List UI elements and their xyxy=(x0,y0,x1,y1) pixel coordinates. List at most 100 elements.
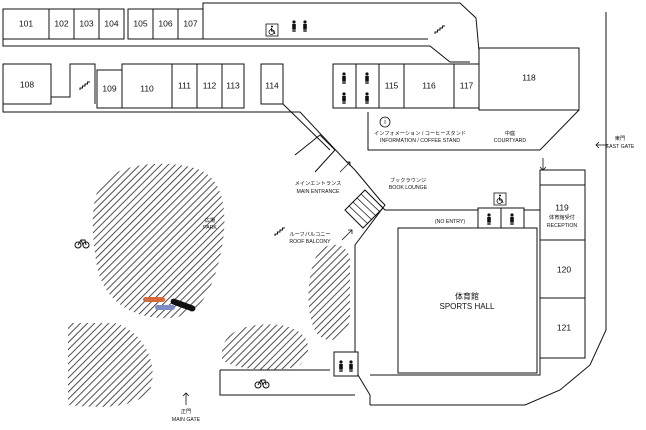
park-label-en: PARK xyxy=(203,225,217,231)
courtyard-label-en: COURTYARD xyxy=(494,138,527,144)
entrance-stairs xyxy=(344,189,384,229)
room-118-label: 118 xyxy=(522,72,536,82)
room-104-label: 104 xyxy=(104,18,118,28)
arrow-icon xyxy=(341,229,353,241)
east-gate-label-jp: 東門 xyxy=(615,134,625,142)
courtyard-wall xyxy=(367,109,580,151)
room-105[interactable] xyxy=(127,8,154,40)
main-entrance-label-en: MAIN ENTRANCE xyxy=(297,189,340,195)
room-109[interactable] xyxy=(96,69,123,109)
reception-label-en: RECEPTION xyxy=(547,223,578,229)
room-118[interactable] xyxy=(478,47,580,111)
lawn-area-hall-west xyxy=(308,244,350,340)
room-101[interactable] xyxy=(2,8,50,40)
main-entrance-label-jp: メインエントランス xyxy=(295,180,342,187)
lawn-area-southwest xyxy=(68,323,153,407)
book-lounge-label-en: BOOK LOUNGE xyxy=(389,185,428,191)
south-corridor-wall xyxy=(2,104,356,171)
room-112[interactable] xyxy=(196,63,223,109)
sports-hall-label-en: SPORTS HALL xyxy=(440,302,496,311)
room-120-label: 120 xyxy=(557,264,571,274)
room-101-label: 101 xyxy=(19,18,33,28)
room-112-label: 112 xyxy=(203,80,217,90)
central-wall xyxy=(354,169,386,405)
room-106[interactable] xyxy=(152,8,179,40)
room-119-label: 119 xyxy=(555,202,569,212)
stair-wall xyxy=(51,63,96,104)
bicycle-icon xyxy=(254,379,270,389)
room-116-label: 116 xyxy=(422,80,436,90)
room-119-reception[interactable] xyxy=(539,184,586,241)
room-107-label: 107 xyxy=(183,18,197,28)
room-120[interactable] xyxy=(539,239,586,299)
room-111[interactable] xyxy=(171,63,198,109)
room-102-label: 102 xyxy=(54,18,68,28)
reception-entry-wall xyxy=(539,169,586,185)
room-113[interactable] xyxy=(221,63,245,109)
park-label-jp: 広場 xyxy=(205,216,215,224)
arrow-icon xyxy=(539,158,547,171)
room-121[interactable] xyxy=(539,297,586,359)
main-entrance-door xyxy=(294,134,336,173)
room-109-label: 109 xyxy=(102,83,116,93)
main-gate-label-jp: 正門 xyxy=(181,408,191,415)
room-108-label: 108 xyxy=(20,79,34,89)
info-icon xyxy=(379,116,391,128)
restroom-icon xyxy=(303,20,307,32)
room-114-label: 114 xyxy=(265,80,279,90)
stairs-icon xyxy=(434,25,446,35)
room-108[interactable] xyxy=(2,63,52,105)
room-102[interactable] xyxy=(48,8,75,40)
room-107[interactable] xyxy=(177,8,204,40)
room-114[interactable] xyxy=(260,63,284,105)
info-symbol: i xyxy=(384,119,386,126)
reception-label-jp: 体育館受付 xyxy=(549,213,575,221)
north-corridor-wall xyxy=(2,39,470,63)
east-gate-label-en: EAST GATE xyxy=(606,144,635,150)
no-entry-label: (NO ENTRY) xyxy=(435,219,465,225)
sports-hall[interactable] xyxy=(397,227,538,374)
main-gate-label-en: MAIN GATE xyxy=(172,417,201,423)
roof-balcony-wall xyxy=(219,370,355,396)
playground-equipment xyxy=(170,298,196,312)
room-103[interactable] xyxy=(73,8,100,40)
playground-equipment xyxy=(143,297,165,302)
room-113-label: 113 xyxy=(226,80,240,90)
playground-equipment xyxy=(155,305,175,310)
stairs-icon xyxy=(274,227,286,237)
wheelchair-icon xyxy=(493,192,507,206)
arrow-icon xyxy=(595,141,608,149)
room-117[interactable] xyxy=(453,63,480,109)
room-110[interactable] xyxy=(121,63,173,109)
stairs-icon xyxy=(79,81,91,91)
room-121-label: 121 xyxy=(557,322,571,332)
room-110-label: 110 xyxy=(140,83,154,93)
book-lounge-label-jp: ブックラウンジ xyxy=(390,176,426,184)
north-wall-top xyxy=(202,2,481,63)
sports-hall-label-jp: 体育館 xyxy=(455,291,479,301)
room-111-label: 111 xyxy=(178,80,191,90)
wheelchair-icon xyxy=(265,23,279,37)
room-115-label: 115 xyxy=(385,80,399,90)
room-116[interactable] xyxy=(403,63,455,109)
room-106-label: 106 xyxy=(158,18,172,28)
info-label-en: INFORMATION / COFFEE STAND xyxy=(380,138,460,144)
courtyard-label-jp: 中庭 xyxy=(505,129,515,137)
lawn-area-south xyxy=(222,324,309,370)
restroom-block-south xyxy=(333,351,359,377)
room-105-label: 105 xyxy=(133,18,147,28)
room-117-label: 117 xyxy=(460,80,474,90)
roof-balcony-label-en: ROOF BALCONY xyxy=(289,239,331,245)
arrow-icon xyxy=(339,161,351,173)
roof-balcony-label-jp: ルーフバルコニー xyxy=(289,231,330,238)
corridor-mid xyxy=(282,103,331,151)
info-label-jp: インフォメーション / コーヒースタンド xyxy=(374,129,466,137)
east-boundary xyxy=(370,12,607,406)
arrow-icon xyxy=(182,392,190,405)
bicycle-icon xyxy=(74,239,90,249)
room-104[interactable] xyxy=(98,8,125,40)
restroom-icon xyxy=(292,20,296,32)
room-103-label: 103 xyxy=(79,18,93,28)
park-area xyxy=(92,163,225,319)
